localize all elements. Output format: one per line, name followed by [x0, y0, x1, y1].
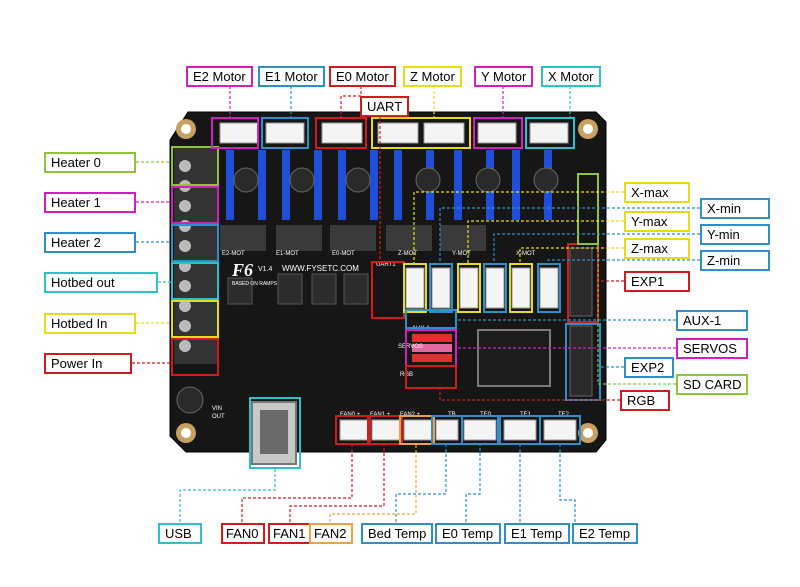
exp-headers: [569, 247, 593, 397]
mounting-holes: [176, 119, 598, 443]
silk-e0-mot: E0-MOT: [332, 251, 355, 257]
label-aux-1: AUX-1: [676, 310, 748, 331]
label-y-motor: Y Motor: [474, 66, 534, 87]
pin-headers: [220, 225, 486, 251]
label-e0-temp: E0 Temp: [435, 523, 501, 544]
silk-e1-mot: E1-MOT: [276, 251, 299, 257]
leader-lines: [132, 86, 700, 522]
motor-connectors: [219, 122, 569, 144]
silk-x-mot: X-MOT: [516, 251, 536, 257]
board-website: WWW.FYSETC.COM: [282, 264, 359, 273]
label-rgb: RGB: [620, 390, 670, 411]
endstop-connectors: [405, 267, 559, 309]
label-fan2: FAN2: [309, 523, 353, 544]
silk-uart1: UART1: [376, 262, 396, 268]
board-version: V1.4: [258, 266, 273, 273]
label-heater-1: Heater 1: [44, 192, 136, 213]
label-exp1: EXP1: [624, 271, 690, 292]
servo-pins: [412, 334, 452, 362]
bottom-connectors: [339, 419, 577, 441]
silk-servos: SERVOS: [398, 344, 423, 350]
mosfets: [227, 273, 369, 305]
label-x-max: X-max: [624, 182, 690, 203]
label-heater-2: Heater 2: [44, 232, 136, 253]
label-e1-motor: E1 Motor: [258, 66, 325, 87]
label-bed-temp: Bed Temp: [361, 523, 433, 544]
silk-z-mot: Z-MOT: [398, 251, 417, 257]
label-e0-motor: E0 Motor: [329, 66, 396, 87]
label-power-in: Power In: [44, 353, 132, 374]
highlight-boxes: [171, 117, 601, 469]
silk-e2-mot: E2-MOT: [222, 251, 245, 257]
label-e2-temp: E2 Temp: [572, 523, 638, 544]
screw-terminals: [174, 146, 218, 364]
label-hotbed-in: Hotbed In: [44, 313, 136, 334]
label-z-min: Z-min: [700, 250, 770, 271]
label-y-max: Y-max: [624, 211, 690, 232]
label-fan1: FAN1: [268, 523, 312, 544]
label-x-min: X-min: [700, 198, 770, 219]
label-servos: SERVOS: [676, 338, 748, 359]
label-x-motor: X Motor: [541, 66, 601, 87]
board-subtitle: BASED ON RAMPS: [232, 281, 278, 287]
label-e1-temp: E1 Temp: [504, 523, 570, 544]
label-y-min: Y-min: [700, 224, 770, 245]
board-logo: F6: [231, 260, 253, 280]
label-hotbed-out: Hotbed out: [44, 272, 158, 293]
label-z-max: Z-max: [624, 238, 690, 259]
label-e2-motor: E2 Motor: [186, 66, 253, 87]
silk-y-mot: Y-MOT: [452, 251, 471, 257]
silk-out: OUT: [212, 414, 225, 420]
label-heater-0: Heater 0: [44, 152, 136, 173]
mcu-chip: [477, 329, 551, 387]
label-usb: USB: [158, 523, 202, 544]
silk-vin: VIN: [212, 406, 222, 412]
label-z-motor: Z Motor: [403, 66, 462, 87]
label-fan0: FAN0: [221, 523, 265, 544]
label-uart: UART: [360, 96, 410, 117]
label-exp2: EXP2: [624, 357, 674, 378]
label-sd-card: SD CARD: [676, 374, 748, 395]
